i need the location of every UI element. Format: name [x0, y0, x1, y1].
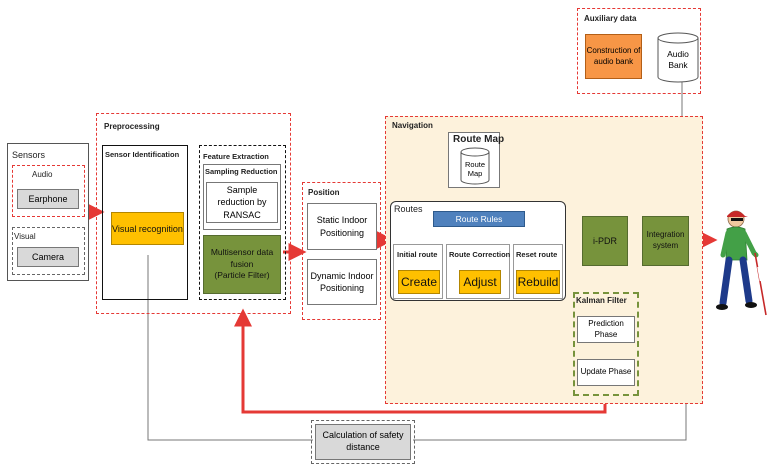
audio-bank-database-icon: [657, 32, 699, 84]
auxiliary-data-title: Auxiliary data: [584, 14, 637, 23]
audio-bank-line2: Bank: [668, 60, 688, 70]
visual-label: Visual: [14, 232, 36, 241]
route-rules-box[interactable]: Route Rules: [433, 211, 525, 227]
ipdr-box[interactable]: i-PDR: [582, 216, 628, 266]
navigation-title: Navigation: [392, 121, 433, 130]
feature-extraction-group: [199, 145, 286, 300]
earphone-box[interactable]: Earphone: [17, 189, 79, 209]
dynamic-positioning-box[interactable]: Dynamic Indoor Positioning: [307, 259, 377, 305]
sensors-title: Sensors: [12, 150, 46, 160]
route-map-db-line2: Map: [467, 169, 483, 178]
route-map-db-line1: Route: [464, 160, 485, 169]
sampling-reduction-label: Sampling Reduction: [205, 167, 278, 176]
route-correction-group: [446, 244, 510, 299]
prediction-phase-box[interactable]: Prediction Phase: [577, 316, 635, 343]
reset-route-label: Reset route: [516, 250, 558, 259]
visual-recognition-box[interactable]: Visual recognition: [111, 212, 184, 245]
visual-group: [12, 227, 85, 275]
route-correction-label: Route Correction: [449, 250, 511, 259]
reset-route-group: [513, 244, 563, 299]
feature-extraction-label: Feature Extraction: [203, 152, 269, 161]
rebuild-button[interactable]: Rebuild: [516, 270, 560, 294]
initial-route-group: [393, 244, 443, 299]
adjust-button[interactable]: Adjust: [459, 270, 501, 294]
audio-bank-line1: Audio: [667, 48, 689, 59]
audio-label: Audio: [32, 170, 53, 179]
multisensor-fusion-box[interactable]: Multisensor data fusion (Particle Filter…: [203, 235, 281, 294]
static-positioning-box[interactable]: Static Indoor Positioning: [307, 203, 377, 250]
fusion-line2: (Particle Filter): [214, 270, 270, 281]
sensor-identification-label: Sensor Identification: [105, 150, 180, 159]
safety-distance-group: [311, 420, 415, 464]
update-phase-box[interactable]: Update Phase: [577, 359, 635, 386]
create-button[interactable]: Create: [398, 270, 440, 294]
sensor-identification-group: [102, 145, 188, 300]
route-map-title: Route Map: [453, 134, 505, 145]
safety-distance-box[interactable]: Calculation of safety distance: [315, 424, 411, 460]
routes-title: Routes: [394, 204, 423, 214]
construction-audio-bank-box[interactable]: Construction of audio bank: [585, 34, 642, 79]
blind-person-icon: [714, 205, 770, 320]
integration-system-box[interactable]: Integration system: [642, 216, 689, 266]
sample-reduction-box[interactable]: Sample reduction by RANSAC: [206, 182, 278, 223]
auxiliary-data-panel: [577, 8, 701, 94]
position-panel: [302, 182, 381, 320]
kalman-filter-title: Kalman Filter: [576, 296, 627, 305]
preprocessing-panel: [96, 113, 291, 314]
route-map-database-icon: [460, 147, 490, 185]
fusion-line1: Multisensor data fusion: [210, 247, 274, 269]
audio-group: [12, 165, 85, 217]
initial-route-label: Initial route: [397, 250, 438, 259]
position-title: Position: [308, 188, 340, 197]
preprocessing-title: Preprocessing: [104, 122, 160, 131]
camera-box[interactable]: Camera: [17, 247, 79, 267]
audio-bank-label: Audio Bank: [657, 45, 699, 75]
route-map-db-label: Route Map: [460, 157, 490, 181]
